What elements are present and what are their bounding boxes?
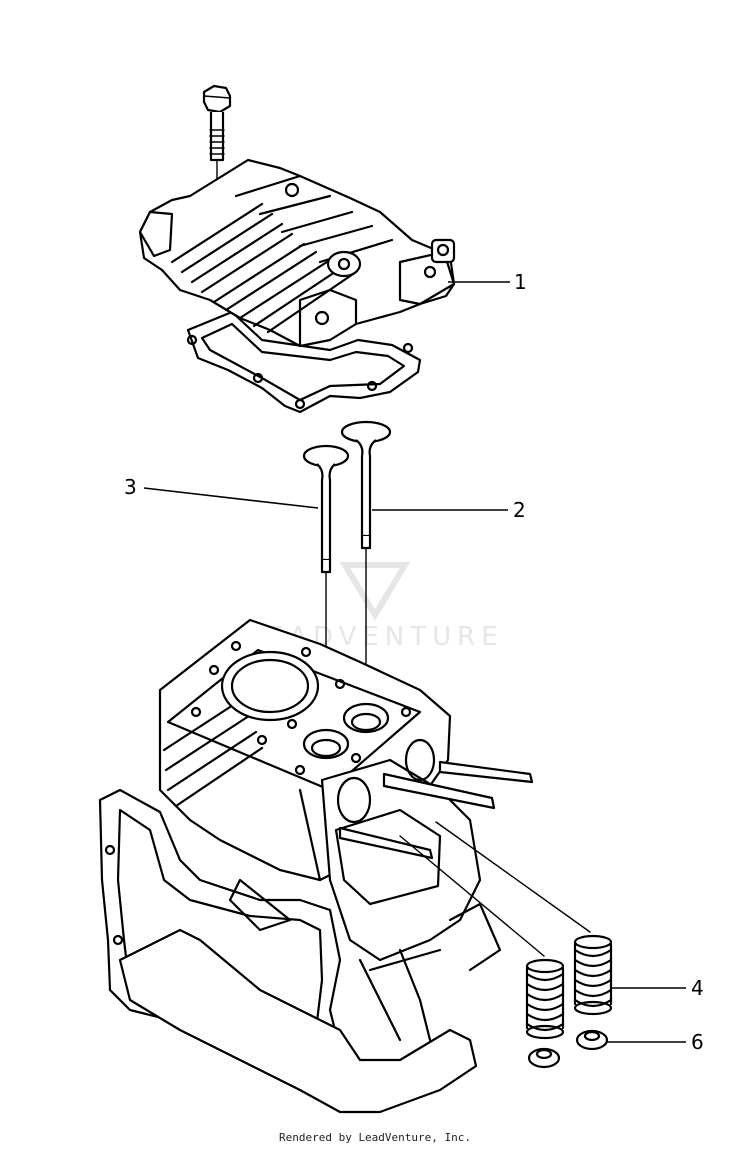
callout-2: 2 <box>513 498 526 522</box>
spring-retainer-left <box>527 1047 561 1069</box>
callout-6: 6 <box>691 1030 704 1054</box>
head-bolt <box>202 84 232 193</box>
exhaust-valve <box>340 420 392 707</box>
callout-4: 4 <box>691 976 704 1000</box>
cylinder-block <box>98 618 534 1114</box>
spring-retainer-right <box>575 1029 609 1051</box>
callout-3: 3 <box>124 475 137 499</box>
valve-spring-left <box>525 958 565 1040</box>
callout-1: 1 <box>514 270 527 294</box>
callout-3-leader <box>143 487 319 509</box>
valve-spring-right <box>573 934 613 1016</box>
footer-credit: Rendered by LeadVenture, Inc. <box>278 1131 472 1144</box>
cylinder-head <box>138 158 456 414</box>
